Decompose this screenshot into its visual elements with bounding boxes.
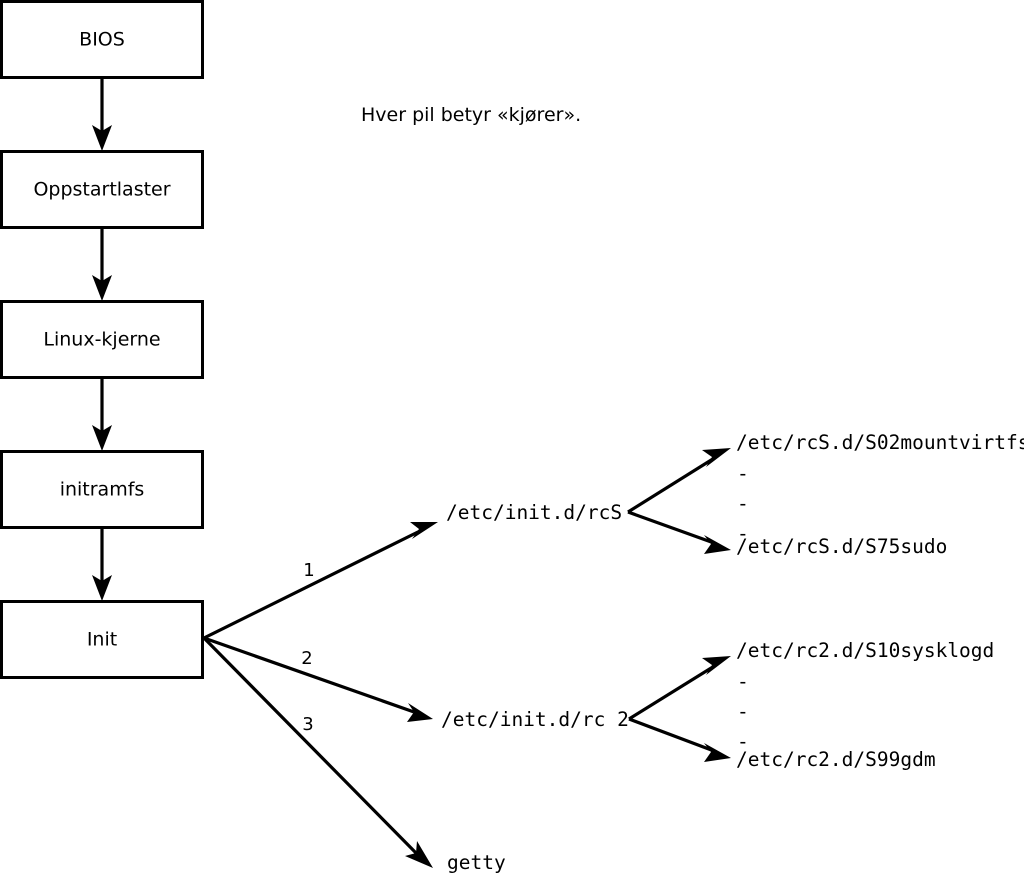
arrow-bios-to-oppstartlaster <box>92 78 112 151</box>
arrow-rcs-to-last-script <box>627 510 731 554</box>
arrow-initramfs-to-init <box>92 528 112 601</box>
arrow-oppstartlaster-to-kjerne <box>92 228 112 301</box>
arrow-init-branch-3: 3 <box>202 636 433 868</box>
node-linux-kjerne: Linux-kjerne <box>0 300 204 379</box>
label-rcs-last-script: /etc/rcS.d/S75sudo <box>736 535 947 558</box>
label-rc2-ellipsis-1: - <box>737 670 749 693</box>
node-linux-kjerne-box <box>0 300 204 379</box>
label-getty: getty <box>447 851 506 874</box>
arrow-init-branch-2-label: 2 <box>301 648 312 669</box>
label-etc-init-d-rcs: /etc/init.d/rcS <box>446 501 622 524</box>
legend-note: Hver pil betyr «kjører». <box>361 104 581 126</box>
label-rc2-ellipsis-2: - <box>737 700 749 723</box>
node-initramfs-box <box>0 450 204 529</box>
node-oppstartlaster: Oppstartlaster <box>0 150 204 229</box>
arrow-kjerne-to-initramfs <box>92 378 112 451</box>
label-rc2-first-script: /etc/rc2.d/S10sysklogd <box>736 639 994 662</box>
label-rcs-first-script: /etc/rcS.d/S02mountvirtfs <box>736 431 1024 454</box>
label-rc2-last-script: /etc/rc2.d/S99gdm <box>736 748 936 771</box>
node-bios: BIOS <box>0 0 204 79</box>
arrow-rcs-to-first-script <box>627 448 731 514</box>
arrow-init-branch-3-label: 3 <box>302 714 313 735</box>
node-initramfs-label: initramfs <box>60 479 145 501</box>
node-initramfs: initramfs <box>0 450 204 529</box>
arrow-init-branch-2: 2 <box>203 636 433 722</box>
label-rc2-ellipsis-3: - <box>737 730 749 753</box>
node-init: Init <box>0 600 204 679</box>
node-linux-kjerne-label: Linux-kjerne <box>43 329 160 351</box>
label-rcs-ellipsis-3: - <box>737 522 749 545</box>
label-rcs-ellipsis-1: - <box>737 462 749 485</box>
arrow-rc2-to-last-script <box>628 717 731 762</box>
arrow-init-branch-1: 1 <box>203 522 438 640</box>
node-init-label: Init <box>87 629 117 651</box>
arrow-rc2-to-first-script <box>628 656 731 721</box>
arrow-init-branch-1-label: 1 <box>303 560 314 581</box>
node-oppstartlaster-box <box>0 150 204 229</box>
node-bios-box <box>0 0 204 79</box>
label-etc-init-d-rc2: /etc/init.d/rc 2 <box>441 708 629 731</box>
node-oppstartlaster-label: Oppstartlaster <box>33 179 170 201</box>
label-rcs-ellipsis-2: - <box>737 492 749 515</box>
node-init-box <box>0 600 204 679</box>
node-bios-label: BIOS <box>79 29 125 51</box>
